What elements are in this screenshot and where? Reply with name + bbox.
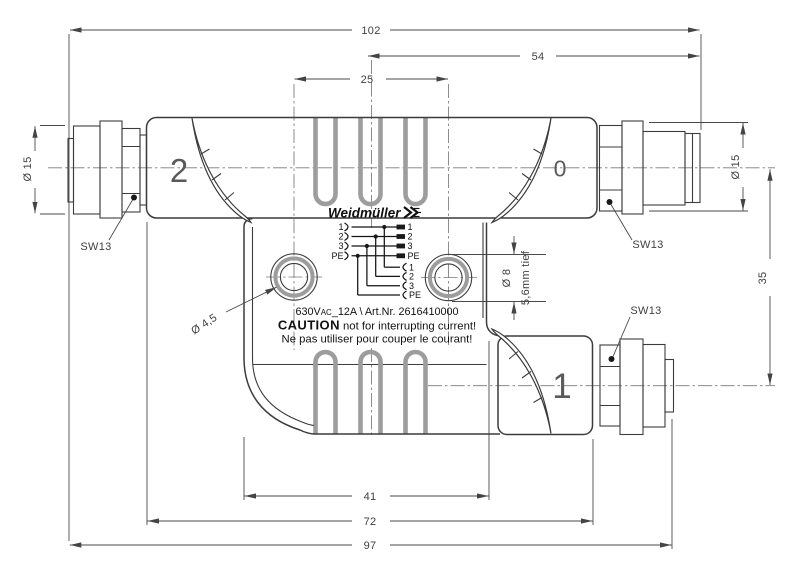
dim-102-label: 102	[361, 25, 380, 37]
dim-dia15-right-label: Ø 15	[730, 154, 742, 179]
wiring-out-pin: 1	[408, 222, 413, 232]
wiring-out-pin: PE	[408, 251, 420, 261]
wiring-left-pin: 3	[338, 241, 343, 251]
wiring-left-pin: 2	[338, 232, 343, 242]
left-connector	[67, 120, 148, 219]
caution-line-fr: Ne pas utiliser pour couper le courant!	[282, 334, 473, 346]
wiring-out-pin: 2	[408, 232, 413, 242]
wiring-out-pin: 3	[408, 241, 413, 251]
port-label-left: 2	[170, 152, 188, 189]
mounting-hole-left	[270, 253, 318, 301]
mounting-hole-right	[424, 253, 473, 302]
right-connector	[598, 120, 701, 215]
dimension-35: 35	[757, 169, 773, 385]
dimension-25: 25	[294, 74, 448, 86]
dim-97-label: 97	[364, 540, 377, 552]
dim-41-label: 41	[364, 491, 377, 503]
callout-sw13-bottom: SW13	[608, 305, 661, 362]
wiring-branch-pin: 2	[409, 272, 414, 282]
bottom-connector-assembly	[497, 335, 675, 436]
dim-dia15-left-label: Ø 15	[22, 156, 34, 181]
rating-line: 630VAC_12A \ Art.Nr. 2616410000	[295, 306, 458, 318]
extension-lines	[40, 34, 748, 549]
port-label-bottom: 1	[552, 367, 571, 406]
dim-35-label: 35	[757, 272, 769, 285]
brand-logo-text: Weidmüller	[328, 206, 401, 221]
dimension-72: 72	[147, 516, 593, 528]
left-knurl-ring	[99, 120, 123, 219]
dim-dia4-5-label: Ø 4,5	[189, 312, 219, 338]
dimension-dia4-5: Ø 4,5	[189, 286, 277, 338]
dimension-dia15-left: Ø 15	[22, 126, 38, 214]
dimension-41: 41	[244, 491, 489, 503]
dimension-54: 54	[368, 51, 700, 63]
wiring-left-pin: 1	[338, 222, 343, 232]
wiring-branch-pin: PE	[409, 290, 421, 300]
sw13-bottom-label: SW13	[630, 305, 661, 317]
wiring-branch-pin: 3	[409, 281, 414, 291]
dimension-102: 102	[70, 25, 700, 37]
wiring-branch-pin: 1	[409, 262, 414, 272]
wiring-left-pin: PE	[331, 251, 343, 261]
brand-logo: Weidmüller	[328, 206, 421, 221]
rating-label: 630VAC_12A \ Art.Nr. 2616410000 CAUTION …	[278, 306, 476, 346]
wiring-schematic: 1 2 3 PE 1 2 3 PE	[331, 222, 421, 300]
sw13-left-label: SW13	[80, 241, 111, 253]
dim-25-label: 25	[361, 74, 374, 86]
callout-sw13-left: SW13	[80, 194, 137, 253]
bottom-knurl-ring	[619, 338, 644, 436]
release-levers	[191, 117, 552, 434]
dimension-97: 97	[69, 540, 672, 552]
dim-54-label: 54	[532, 51, 545, 63]
lever-upper-left	[191, 117, 253, 224]
dim-dia8-label: Ø 8	[501, 269, 513, 288]
dimension-dia8-depth: Ø 8 5,6mm tief	[501, 236, 532, 320]
port-label-right: 0	[554, 156, 567, 182]
center-lines	[48, 60, 775, 436]
lever-bottom	[490, 327, 552, 434]
clamp-slots-upper	[313, 118, 428, 207]
dim-depth-label: 5,6mm tief	[520, 250, 532, 305]
brand-logo-icon	[403, 206, 421, 219]
clamp-slots-lower	[313, 349, 428, 434]
lever-upper-right	[490, 117, 552, 224]
callout-sw13-right: SW13	[606, 199, 663, 251]
caution-line-en: CAUTION not for interrupting current!	[278, 318, 476, 333]
sw13-right-label: SW13	[632, 239, 663, 251]
dim-72-label: 72	[364, 516, 377, 528]
dimension-dia15-right: Ø 15	[730, 123, 746, 211]
